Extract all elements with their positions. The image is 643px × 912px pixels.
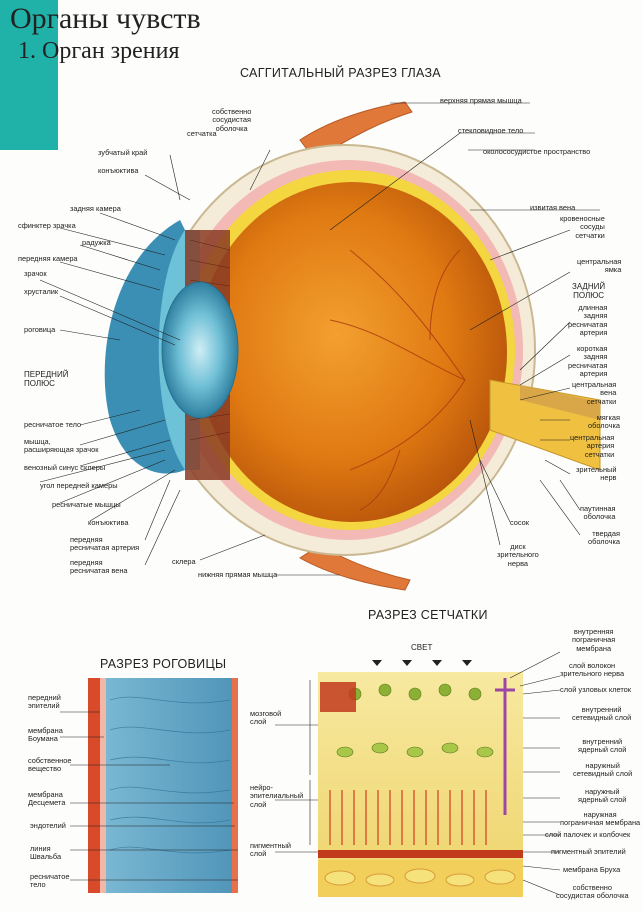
blood-vessel-retina — [320, 682, 356, 712]
label-inferior-rectus: нижняя прямая мышца — [198, 570, 278, 579]
cornea-epithelium — [88, 678, 100, 893]
label-conjunctiva-bottom: конъюктива — [88, 518, 129, 527]
label-endothelium: эндотелий — [30, 821, 66, 830]
rods-cones — [329, 790, 487, 845]
label-retina: сетчатка — [187, 129, 217, 138]
label-anterior-chamber: передняя камера — [18, 254, 78, 263]
teal-band — [0, 0, 58, 150]
label-superior-rectus: верхняя прямая мышца — [440, 96, 522, 105]
lens-shape — [161, 281, 239, 419]
label-sclera: склера — [172, 557, 196, 566]
label-ciliary-body: ресничатое тело — [24, 420, 82, 429]
label-cornea: роговица — [24, 325, 56, 334]
label-posterior-chamber: задняя камера — [70, 204, 121, 213]
label-venous-sinus: венозный синус склеры — [24, 463, 106, 472]
label-sphincter: сфинктер зрачка — [18, 221, 76, 230]
label-rods-cones: слой палочек и колбочек — [545, 830, 631, 839]
vitreous-shape — [197, 182, 507, 522]
label-iris: радужка — [82, 238, 111, 247]
light-arrows — [372, 660, 472, 666]
label-pupil: зрачок — [24, 269, 47, 278]
page-subtitle: 1. Орган зрения — [18, 38, 180, 64]
label-bruch: мембрана Бруха — [563, 865, 621, 874]
label-ganglion-layer: слой узловых клеток — [560, 685, 632, 694]
section-title-cornea: РАЗРЕЗ РОГОВИЦЫ — [100, 657, 227, 671]
label-ciliary-muscles: ресничатые мышцы — [52, 500, 121, 509]
label-anterior-angle: угол передней камеры — [40, 481, 118, 490]
label-ora-serrata: зубчатый край — [98, 148, 148, 157]
retinal-vessels — [329, 249, 466, 511]
bipolar-cells — [336, 742, 494, 758]
mueller-cell — [495, 678, 515, 815]
label-vitreous: стекловидное тело — [458, 126, 524, 135]
section-title-retina: РАЗРЕЗ СЕТЧАТКИ — [368, 608, 488, 622]
label-perichoroidal-space: околососудистое пространство — [483, 147, 591, 156]
label-dilator: мышца,расширяющая зрачок — [24, 437, 99, 455]
section-title-sagittal: САГГИТАЛЬНЫЙ РАЗРЕЗ ГЛАЗА — [240, 66, 441, 80]
label-pigment-epithelium: пигментный эпителий — [551, 847, 626, 856]
page-title: Органы чувств — [10, 2, 201, 35]
label-lens: хрусталик — [24, 287, 59, 296]
choroid-vessels — [324, 868, 516, 887]
label-papilla: сосок — [510, 518, 530, 527]
cornea-stroma — [88, 678, 238, 893]
label-vortex-vein: извитая вена — [530, 203, 576, 212]
label-conjunctiva-top: конъюктива — [98, 166, 139, 175]
label-light: СВЕТ — [411, 643, 433, 652]
pigment-epithelium-layer — [318, 850, 523, 858]
